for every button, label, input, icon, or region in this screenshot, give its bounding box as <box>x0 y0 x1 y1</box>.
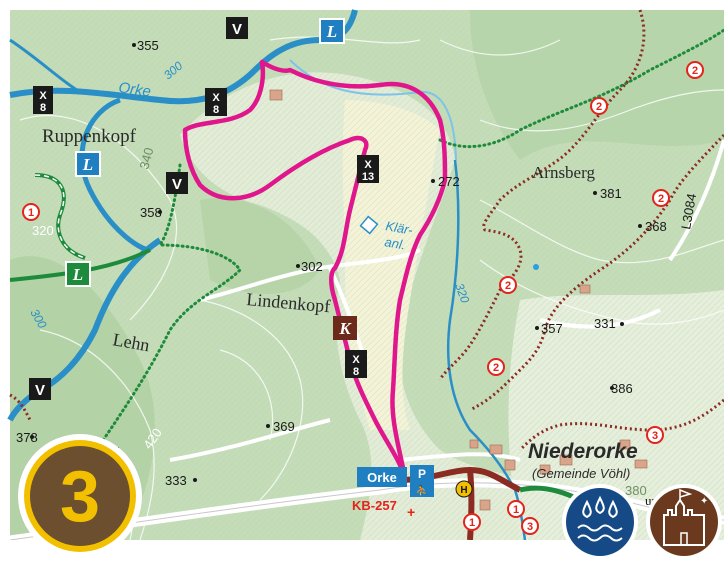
route-number-badge: 3 <box>18 434 142 558</box>
svg-text:H: H <box>460 485 467 496</box>
svg-text:2: 2 <box>596 101 602 113</box>
water-drops-icon <box>562 484 638 560</box>
l-marker-icon: L <box>319 18 345 44</box>
red-dotted-trails <box>9 9 724 452</box>
svg-text:8: 8 <box>213 104 219 116</box>
elevation-369: 369 <box>273 419 295 434</box>
svg-text:L: L <box>72 265 83 284</box>
elevation-333: 333 <box>165 473 187 488</box>
elevation-355: 355 <box>137 38 159 53</box>
v-marker-icon: V <box>166 172 188 194</box>
l-marker-icon: L <box>75 151 101 177</box>
bus-stop-icon: H <box>455 480 473 498</box>
elevation-368: 368 <box>645 219 667 234</box>
svg-text:8: 8 <box>353 366 359 378</box>
svg-text:K: K <box>338 319 352 338</box>
svg-text:1: 1 <box>513 504 519 516</box>
green-dotted-trails <box>93 28 724 457</box>
svg-text:L: L <box>326 22 337 41</box>
trail-1-marker: 1 <box>22 203 40 221</box>
trail-2-marker: 2 <box>499 276 517 294</box>
svg-text:V: V <box>172 176 182 193</box>
svg-text:⛹: ⛹ <box>416 484 428 497</box>
svg-text:X: X <box>364 159 372 171</box>
svg-text:1: 1 <box>28 207 34 219</box>
orke-station-icon: Orke <box>357 467 407 487</box>
x8-marker-icon: X 8 <box>205 88 227 116</box>
x8-marker-icon: X 8 <box>345 350 367 378</box>
kb-257-label: KB-257 <box>352 498 397 513</box>
place-arnsberg: Arnsberg <box>532 163 595 182</box>
river-label-orke: Orke <box>117 79 152 100</box>
trail-1-marker: 1 <box>507 500 525 518</box>
trail-3-marker: 3 <box>521 517 539 535</box>
svg-text:13: 13 <box>362 171 374 183</box>
road-label-l3084: L3084 <box>678 192 699 230</box>
x13-marker-icon: X 13 <box>357 155 379 183</box>
svg-text:✦: ✦ <box>700 496 708 507</box>
trail-2-marker: 2 <box>487 358 505 376</box>
svg-text:X: X <box>212 92 220 104</box>
elevation-381: 381 <box>600 186 622 201</box>
svg-text:2: 2 <box>692 65 698 77</box>
svg-text:3: 3 <box>60 457 100 537</box>
place-ruppenkopf: Ruppenkopf <box>42 126 137 147</box>
elevation-358: 358 <box>140 205 162 220</box>
parking-icon: P ⛹ <box>410 465 434 497</box>
svg-text:2: 2 <box>493 362 499 374</box>
label-klaer-1: Klär- <box>384 218 414 238</box>
svg-text:X: X <box>39 90 47 102</box>
label-klaer-2: anl. <box>383 234 406 252</box>
trail-3-marker: 3 <box>646 426 664 444</box>
trail-2-marker: 2 <box>590 97 608 115</box>
place-gemeinde: (Gemeinde Vöhl) <box>532 466 630 481</box>
v-marker-icon: V <box>226 17 248 39</box>
church-cross-icon: + <box>407 504 415 520</box>
contour-320: 320 <box>32 223 54 238</box>
sewage-plant-icon <box>359 215 379 235</box>
elevation-272: 272 <box>438 174 460 189</box>
elevation-357: 357 <box>541 321 563 336</box>
contour-label-320: 320 <box>452 281 472 305</box>
cut-label: ur <box>645 493 657 508</box>
svg-text:P: P <box>418 467 426 481</box>
svg-text:2: 2 <box>658 193 664 205</box>
k-marker-icon: K <box>333 316 357 340</box>
elevation-302: 302 <box>301 259 323 274</box>
l-marker-green-icon: L <box>65 261 91 287</box>
svg-text:2: 2 <box>505 280 511 292</box>
buildings <box>269 89 648 511</box>
trail-2-marker: 2 <box>652 189 670 207</box>
elevation-386: 386 <box>611 381 633 396</box>
svg-text:8: 8 <box>40 102 46 114</box>
svg-text:V: V <box>35 382 45 399</box>
svg-text:3: 3 <box>652 430 658 442</box>
road-l3084 <box>668 139 724 262</box>
svg-text:X: X <box>352 354 360 366</box>
contour-340: 340 <box>136 146 156 171</box>
x8-marker-icon: X 8 <box>33 86 53 114</box>
elevation-378: 378 <box>16 430 38 445</box>
svg-text:L: L <box>82 155 93 174</box>
contour-380: 380 <box>625 483 647 498</box>
elevation-331: 331 <box>594 316 616 331</box>
place-niederorke: Niederorke <box>528 440 638 463</box>
svg-text:3: 3 <box>527 521 533 533</box>
trail-1-marker: 1 <box>463 513 481 531</box>
svg-text:1: 1 <box>469 517 475 529</box>
hiking-route-3 <box>182 59 448 479</box>
castle-icon: ✦ <box>646 484 722 560</box>
svg-text:V: V <box>232 21 242 38</box>
trail-2-marker: 2 <box>686 61 704 79</box>
brown-road <box>467 469 475 541</box>
svg-text:Orke: Orke <box>367 470 397 485</box>
v-marker-icon: V <box>29 378 51 400</box>
